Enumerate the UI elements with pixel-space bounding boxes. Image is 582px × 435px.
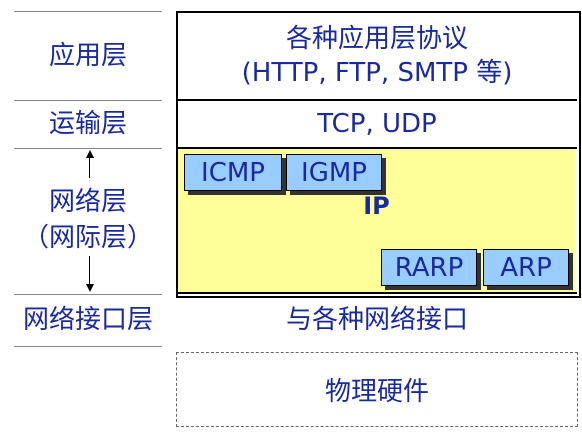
network-layer-label-text: 网络层	[48, 187, 127, 217]
network-layer-label: 网络层 （网际层）	[0, 170, 176, 270]
application-layer-label-text: 应用层	[48, 40, 127, 71]
application-protocols-title: 各种应用层协议	[285, 24, 468, 54]
separator-line	[14, 11, 162, 12]
separator-line	[14, 100, 162, 101]
arrow-up-icon	[86, 150, 94, 158]
igmp-box: IGMP	[286, 154, 382, 191]
internet-layer-label-text: （网际层）	[22, 223, 153, 253]
link-layer-label: 网络接口层	[0, 294, 176, 346]
physical-hardware-box: 物理硬件	[176, 352, 578, 427]
transport-layer-label-text: 运输层	[48, 109, 127, 139]
separator-line	[14, 294, 162, 295]
icmp-box: ICMP	[184, 154, 282, 191]
igmp-label: IGMP	[301, 157, 367, 188]
link-layer-content: 与各种网络接口	[177, 294, 577, 346]
transport-layer-content: TCP, UDP	[177, 101, 577, 147]
stack-separator	[176, 292, 577, 294]
link-interfaces-text: 与各种网络接口	[285, 305, 468, 335]
stack-separator	[176, 147, 577, 149]
separator-line	[14, 346, 162, 347]
ip-label: IP	[363, 192, 390, 220]
arp-label: ARP	[500, 252, 552, 283]
rarp-label: RARP	[394, 252, 464, 283]
physical-hardware-text: 物理硬件	[324, 377, 429, 407]
application-protocols-examples: (HTTP, FTP, SMTP 等)	[241, 58, 513, 88]
application-layer-content: 各种应用层协议 (HTTP, FTP, SMTP 等)	[177, 13, 577, 99]
separator-line	[14, 148, 162, 149]
transport-layer-label: 运输层	[0, 100, 176, 148]
stack-separator	[176, 99, 577, 101]
arrow-down-icon	[86, 284, 94, 292]
icmp-label: ICMP	[201, 157, 265, 188]
arp-box: ARP	[483, 249, 569, 286]
transport-protocols: TCP, UDP	[317, 109, 437, 139]
rarp-box: RARP	[381, 249, 477, 286]
application-layer-label: 应用层	[0, 11, 176, 100]
arrow-shaft	[89, 158, 90, 178]
arrow-shaft	[89, 256, 90, 284]
protocol-stack-box	[176, 11, 581, 298]
link-layer-label-text: 网络接口层	[22, 305, 153, 335]
